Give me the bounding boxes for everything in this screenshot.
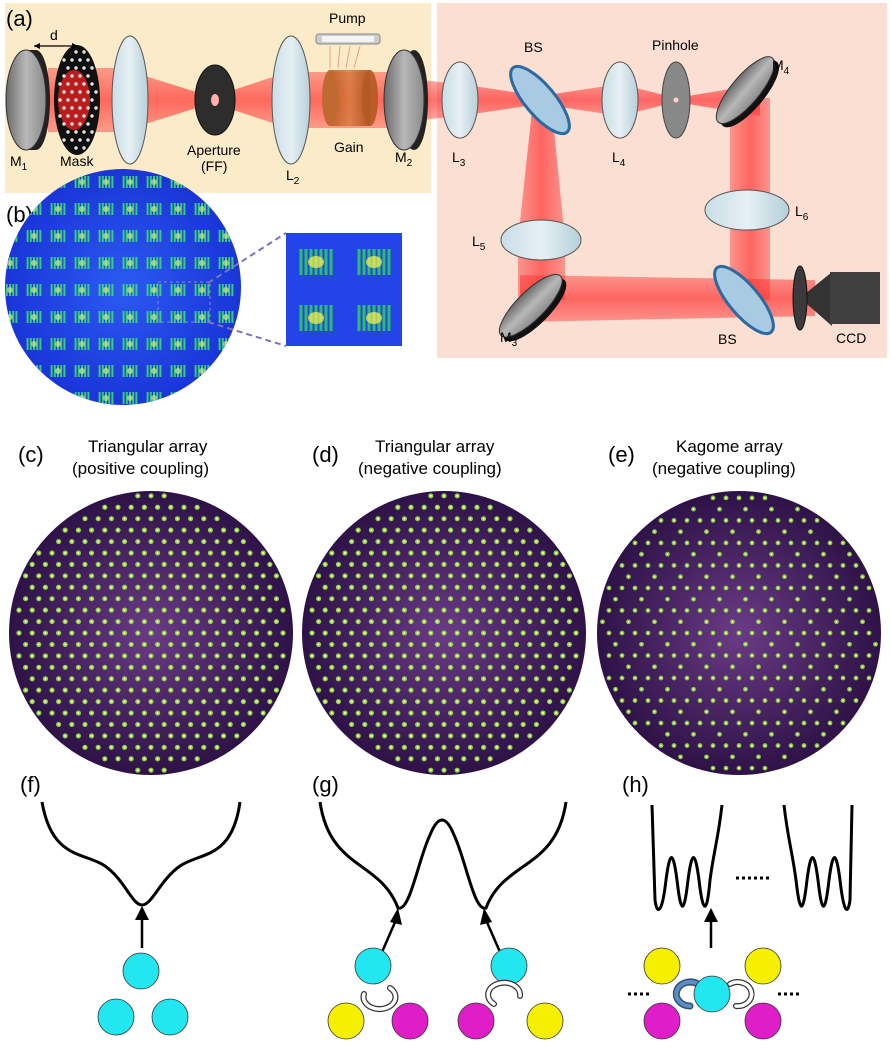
mirror-m4 — [715, 56, 780, 128]
arrow-right-g — [480, 908, 502, 953]
panel-e-title-1: Kagome array — [676, 437, 783, 456]
zoom-region — [157, 281, 211, 323]
lens-l5 — [500, 219, 582, 261]
panel-e-title-2: (negative coupling) — [652, 459, 796, 478]
potential-curve-g — [318, 801, 568, 910]
node-yellow-h-right — [744, 947, 782, 985]
ccd-camera: CCD — [792, 265, 880, 346]
arrow-up-h — [704, 908, 718, 948]
potential-curve-f — [40, 801, 242, 907]
mask-label: Mask — [60, 153, 94, 169]
potential-curve-h-left — [650, 804, 724, 911]
bs-bottom-label: BS — [718, 331, 737, 347]
intensity-pattern — [5, 169, 241, 405]
panel-f-label: (f) — [20, 772, 41, 797]
pump: Pump — [315, 10, 381, 69]
node-yellow-g-right — [526, 1002, 564, 1040]
l5-label: L5 — [472, 233, 486, 253]
node-magenta-g-right — [457, 1002, 495, 1040]
m2-label: M2 — [395, 149, 413, 169]
zoom-inset — [286, 233, 402, 346]
beam-splitter-bottom — [713, 264, 775, 336]
node-cyan-h-center — [693, 975, 731, 1013]
aperture — [194, 64, 236, 136]
lens-l2 — [271, 35, 311, 165]
potential-curve-h-right — [782, 804, 854, 911]
kagome-negative-array — [597, 491, 881, 775]
triangular-negative-array — [302, 491, 586, 775]
panel-c-title-2: (positive coupling) — [72, 459, 209, 478]
distance-d-marker: d — [34, 27, 78, 49]
lens-l4 — [601, 61, 639, 139]
l4-label: L4 — [612, 149, 626, 169]
l3-label: L3 — [452, 149, 466, 169]
panel-a-label: (a) — [6, 6, 33, 31]
lens-l3 — [441, 61, 479, 139]
lens-l1 — [111, 35, 149, 165]
node-cyan-g-left — [354, 947, 392, 985]
aperture-ff-label: (FF) — [201, 158, 227, 174]
ccd-label: CCD — [836, 330, 866, 346]
distance-d-label: d — [50, 27, 58, 43]
panel-c-title-1: Triangular array — [88, 437, 208, 456]
panel-g-label: (g) — [312, 772, 339, 797]
panel-d-label: (d) — [312, 442, 339, 467]
node-magenta-h-right — [744, 1002, 782, 1040]
l2-label: L2 — [286, 167, 300, 187]
mask — [54, 45, 100, 155]
panel-c-label: (c) — [18, 442, 44, 467]
m4-label: M4 — [772, 57, 790, 77]
node-cyan-right — [151, 998, 189, 1036]
node-yellow-g-left — [327, 1002, 365, 1040]
arrow-up-f — [135, 906, 149, 948]
arrow-left-g — [380, 908, 402, 953]
pinhole-label: Pinhole — [652, 37, 699, 53]
beam-splitter-top — [509, 64, 571, 136]
lens-l6 — [704, 189, 790, 231]
node-magenta-h-left — [643, 1002, 681, 1040]
mirror-m3 — [498, 273, 567, 342]
panel-h-label: (h) — [622, 772, 649, 797]
panel-d-title-1: Triangular array — [375, 437, 495, 456]
l6-label: L6 — [795, 203, 809, 223]
m3-label: M3 — [500, 329, 518, 349]
node-cyan-g-right — [490, 947, 528, 985]
m1-label: M1 — [10, 153, 28, 173]
pinhole — [661, 61, 691, 139]
node-yellow-h-left — [643, 947, 681, 985]
mirror-m2 — [383, 49, 428, 151]
node-magenta-g-left — [391, 1002, 429, 1040]
mirror-m1 — [5, 49, 50, 151]
panel-d-title-2: (negative coupling) — [358, 459, 502, 478]
panel-e-label: (e) — [608, 442, 635, 467]
node-cyan-top — [122, 952, 160, 990]
pump-label: Pump — [329, 10, 366, 26]
gain-label: Gain — [334, 139, 364, 155]
aperture-label: Aperture — [187, 142, 241, 158]
bs-top-label: BS — [524, 39, 543, 55]
node-cyan-left — [97, 998, 135, 1036]
gain-medium — [322, 70, 378, 126]
triangular-positive-array — [9, 491, 293, 775]
